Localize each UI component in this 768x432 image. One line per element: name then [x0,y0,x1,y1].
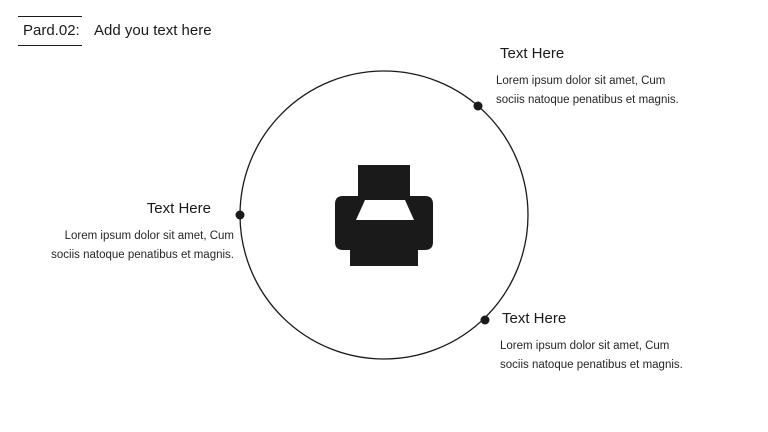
header-title: Add you text here [94,22,212,39]
callout-title: Text Here [502,310,567,327]
callout-title: Text Here [146,200,211,217]
part-label-frame [18,16,82,46]
callout-body: Lorem ipsum dolor sit amet, Cum sociis n… [500,337,683,375]
callout-body-line: Lorem ipsum dolor sit amet, Cum [500,340,670,352]
callout-body-line: sociis natoque penatibus et magnis. [500,359,683,371]
marker-dot-left [235,210,245,220]
marker-dot-upper-right [473,101,483,111]
callout-body-line: Lorem ipsum dolor sit amet, Cum [496,75,666,87]
callout-title: Text Here [500,45,565,62]
callout-body-line: Lorem ipsum dolor sit amet, Cum [64,230,234,242]
callout-body-line: sociis natoque penatibus et magnis. [51,249,234,261]
callout-body: Lorem ipsum dolor sit amet, Cum sociis n… [496,72,679,110]
callout-body: Lorem ipsum dolor sit amet, Cum sociis n… [51,227,234,265]
part-label: Pard.02: [23,22,80,39]
printer-icon [335,165,433,266]
marker-dot-lower-right [480,315,490,325]
callout-body-line: sociis natoque penatibus et magnis. [496,94,679,106]
